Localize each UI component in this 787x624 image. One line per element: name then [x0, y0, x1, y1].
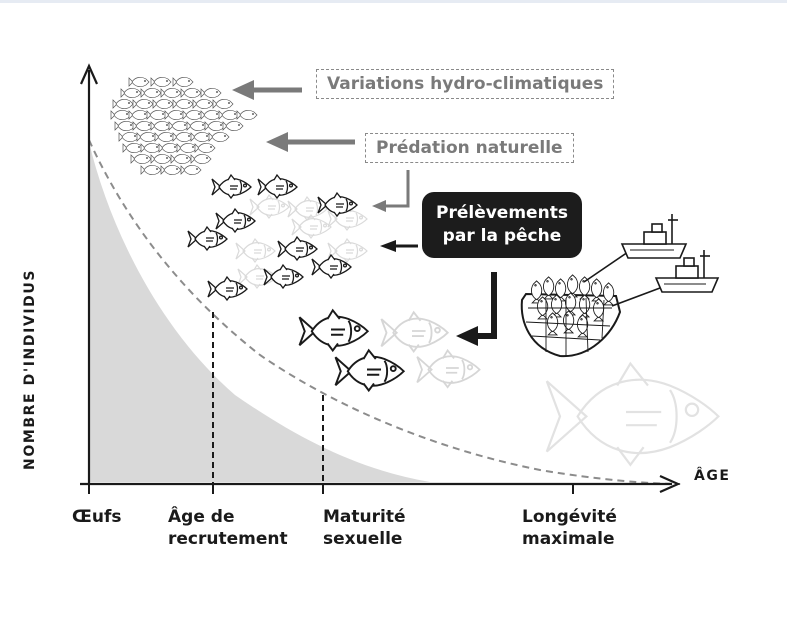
- fish-icon: [208, 131, 230, 143]
- fish-icon: [132, 98, 154, 110]
- fish-icon: [158, 142, 180, 154]
- fish-icon: [190, 153, 212, 165]
- fish-icon: [380, 311, 449, 353]
- fish-icon: [547, 364, 719, 465]
- tick-label-recruitment: Âge de recrutement: [168, 507, 288, 549]
- fish-icon: [211, 174, 252, 199]
- fish-icon: [182, 109, 204, 121]
- fish-icon: [164, 109, 186, 121]
- fish-icon: [249, 194, 290, 219]
- fish-icon: [200, 87, 222, 99]
- fish-icon: [120, 87, 142, 99]
- hydro-climatic-arrow: [232, 80, 302, 100]
- fish-icon: [130, 153, 152, 165]
- fish-icon: [218, 109, 240, 121]
- fish-icon: [200, 109, 222, 121]
- fish-icon: [112, 98, 134, 110]
- fish-icon: [172, 131, 194, 143]
- fish-icon: [263, 264, 304, 289]
- tick-label-maturity: Maturité sexuelle: [323, 507, 406, 549]
- fish-icon: [235, 238, 276, 263]
- fish-icon: [298, 309, 369, 352]
- fish-icon: [180, 164, 202, 176]
- fish-icon: [122, 142, 144, 154]
- fish-icon: [192, 98, 214, 110]
- fish-icon: [204, 120, 226, 132]
- fish-icon: [186, 120, 208, 132]
- fish-icon: [140, 164, 162, 176]
- fishing-boat-icon: [620, 214, 688, 259]
- top-bar: [0, 0, 787, 3]
- fish-icon: [172, 76, 194, 88]
- fishing-net-icon: [520, 274, 622, 358]
- fish-icon: [170, 153, 192, 165]
- fish-icon: [150, 153, 172, 165]
- hydro-climatic-box: Variations hydro-climatiques: [316, 69, 615, 99]
- fish-icon: [215, 208, 256, 233]
- fish-icon: [222, 120, 244, 132]
- fish-icon: [152, 98, 174, 110]
- fish-icon: [132, 120, 154, 132]
- fish-icon: [212, 98, 234, 110]
- fish-icon: [236, 109, 258, 121]
- fish-icon: [128, 76, 150, 88]
- fish-icon: [187, 226, 228, 251]
- predation-arrow: [266, 132, 355, 152]
- hydro-climatic-label: Variations hydro-climatiques: [327, 74, 604, 94]
- x-axis-arrowhead: [659, 474, 681, 494]
- fish-icon: [317, 192, 358, 217]
- tick-label-eggs: Œufs: [72, 507, 122, 527]
- fishing-label-line2: par la pêche: [442, 226, 562, 246]
- fish-icon: [146, 109, 168, 121]
- x-axis-label: ÂGE: [694, 468, 731, 484]
- tick-label-longevity: Longévité maximale: [522, 507, 617, 549]
- fish-icon: [140, 142, 162, 154]
- fish-icon: [140, 87, 162, 99]
- fishing-boat-icon: [654, 250, 720, 293]
- fish-icon: [176, 142, 198, 154]
- fish-icon: [566, 274, 579, 298]
- natural-predation-box: Prédation naturelle: [365, 133, 574, 163]
- fish-icon: [150, 120, 172, 132]
- fishing-label-line1: Prélèvements: [436, 203, 568, 223]
- fish-icon: [172, 98, 194, 110]
- y-axis-arrowhead: [79, 63, 99, 85]
- fish-icon: [277, 236, 318, 261]
- juvenile-fish-group: [187, 174, 368, 301]
- fish-icon: [207, 276, 248, 301]
- fish-icon: [190, 131, 212, 143]
- fish-icon: [136, 131, 158, 143]
- fish-icon: [114, 120, 136, 132]
- fish-icon: [334, 349, 405, 392]
- fish-icon: [168, 120, 190, 132]
- larvae-school: [110, 76, 258, 176]
- fishing-box: Prélèvements par la pêche: [422, 192, 582, 258]
- natural-survival-curve: [88, 139, 681, 485]
- fishing-juvenile-arrow: [380, 240, 418, 252]
- fish-icon: [180, 87, 202, 99]
- tow-line: [583, 251, 629, 283]
- fish-icon: [150, 76, 172, 88]
- fish-icon: [160, 164, 182, 176]
- fish-icon: [311, 254, 352, 279]
- fish-icon: [194, 142, 216, 154]
- fish-icon: [154, 131, 176, 143]
- fishing-adult-arrow: [456, 272, 497, 346]
- tow-line: [611, 287, 661, 307]
- fish-icon: [160, 87, 182, 99]
- fish-icon: [291, 214, 332, 239]
- y-axis-label: NOMBRE D'INDIVIDUS: [22, 268, 38, 470]
- fish-icon: [128, 109, 150, 121]
- fish-icon: [118, 131, 140, 143]
- fish-icon: [257, 174, 298, 199]
- predation-juvenile-arrow: [372, 170, 410, 212]
- fish-icon: [110, 109, 132, 121]
- fish-icon: [416, 349, 481, 389]
- survivor-area: [89, 142, 430, 482]
- natural-predation-label: Prédation naturelle: [376, 138, 563, 158]
